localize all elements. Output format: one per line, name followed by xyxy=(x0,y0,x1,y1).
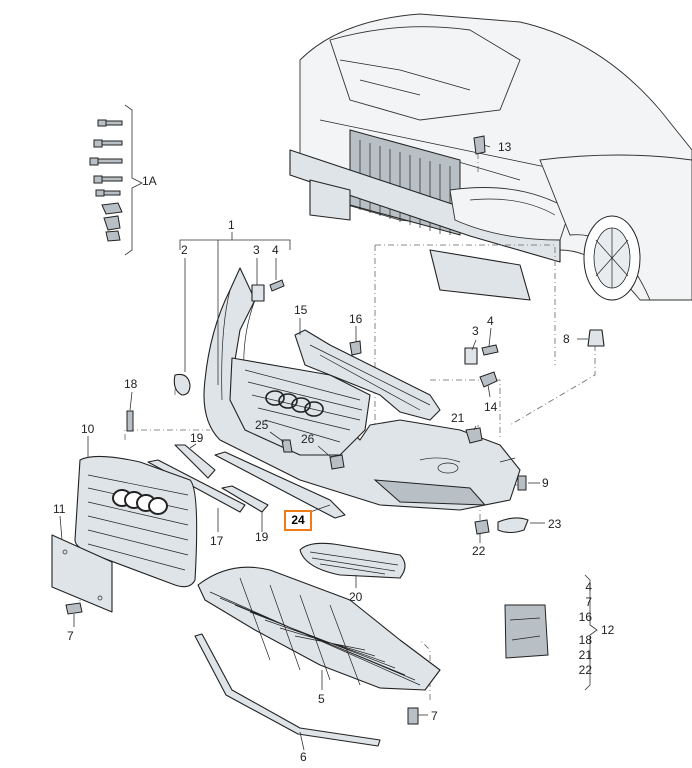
plate-holder-11 xyxy=(51,534,113,613)
callout-26: 26 xyxy=(301,432,315,446)
kit-item: 16 xyxy=(578,610,592,624)
screw-13 xyxy=(473,135,486,155)
kit-item: 22 xyxy=(578,663,592,677)
screw-21 xyxy=(465,427,483,444)
cap-23 xyxy=(497,517,529,534)
upper-bracket-15 xyxy=(294,329,441,421)
callout-3-right: 3 xyxy=(472,324,479,338)
callout-16: 16 xyxy=(349,312,363,326)
underbody-panel-5 xyxy=(197,566,441,691)
screw-22 xyxy=(474,519,490,535)
callout-19-upper: 19 xyxy=(190,431,204,445)
callout-23: 23 xyxy=(548,517,562,531)
clip-25 xyxy=(281,439,293,453)
callout-17: 17 xyxy=(210,534,224,548)
kit-item: 18 xyxy=(578,633,592,647)
fog-grille-20 xyxy=(299,542,406,579)
screw-7-left xyxy=(65,602,83,615)
bumper-cover xyxy=(203,267,521,511)
callout-4-upper: 4 xyxy=(272,243,279,257)
callout-10: 10 xyxy=(81,422,95,436)
bracket-3-4-upper xyxy=(251,279,285,302)
cap-2 xyxy=(173,373,191,396)
callout-6: 6 xyxy=(300,750,307,764)
callout-19-lower: 19 xyxy=(255,530,269,544)
callout-18: 18 xyxy=(124,377,138,391)
callout-25: 25 xyxy=(255,418,269,432)
callout-8: 8 xyxy=(563,332,570,346)
callout-11: 11 xyxy=(53,502,66,516)
callout-20: 20 xyxy=(349,590,363,604)
callout-14: 14 xyxy=(484,400,498,414)
screw-9 xyxy=(517,475,527,491)
callout-7-left: 7 xyxy=(67,629,74,643)
kit-item: 21 xyxy=(578,648,592,662)
clip-8 xyxy=(587,329,605,347)
callout-13: 13 xyxy=(498,140,512,154)
callout-3-upper: 3 xyxy=(253,243,260,257)
callout-15: 15 xyxy=(294,303,308,317)
repair-kit-12 xyxy=(504,604,549,659)
bracket-3-4-right xyxy=(464,344,499,365)
screw-set-1a xyxy=(89,104,143,256)
kit-item-list: 4 7 16 18 21 22 xyxy=(566,580,592,678)
radiator-grille-10 xyxy=(74,455,198,588)
trim-strips xyxy=(147,444,269,513)
callout-21: 21 xyxy=(451,411,465,425)
screw-16 xyxy=(349,340,362,356)
kit-item: 4 xyxy=(585,580,592,594)
callout-4-right: 4 xyxy=(487,314,494,328)
callout-2: 2 xyxy=(181,243,188,257)
callout-22: 22 xyxy=(472,544,486,558)
callout-1a: 1A xyxy=(142,174,157,188)
screw-14 xyxy=(479,371,498,388)
car-front-body xyxy=(289,13,692,301)
screw-7-bottom xyxy=(407,707,419,725)
callout-24-highlighted[interactable]: 24 xyxy=(284,510,312,531)
callout-9: 9 xyxy=(542,476,549,490)
callout-5: 5 xyxy=(318,692,325,706)
callout-12: 12 xyxy=(601,623,615,637)
trim-strip-6 xyxy=(194,633,381,747)
stud-18 xyxy=(126,410,134,432)
kit-item: 7 xyxy=(585,595,592,609)
callout-7-bottom: 7 xyxy=(431,709,438,723)
leader-lines xyxy=(59,144,598,751)
callout-1: 1 xyxy=(228,218,235,232)
screw-26 xyxy=(329,454,345,470)
trim-strip-24 xyxy=(214,451,346,519)
